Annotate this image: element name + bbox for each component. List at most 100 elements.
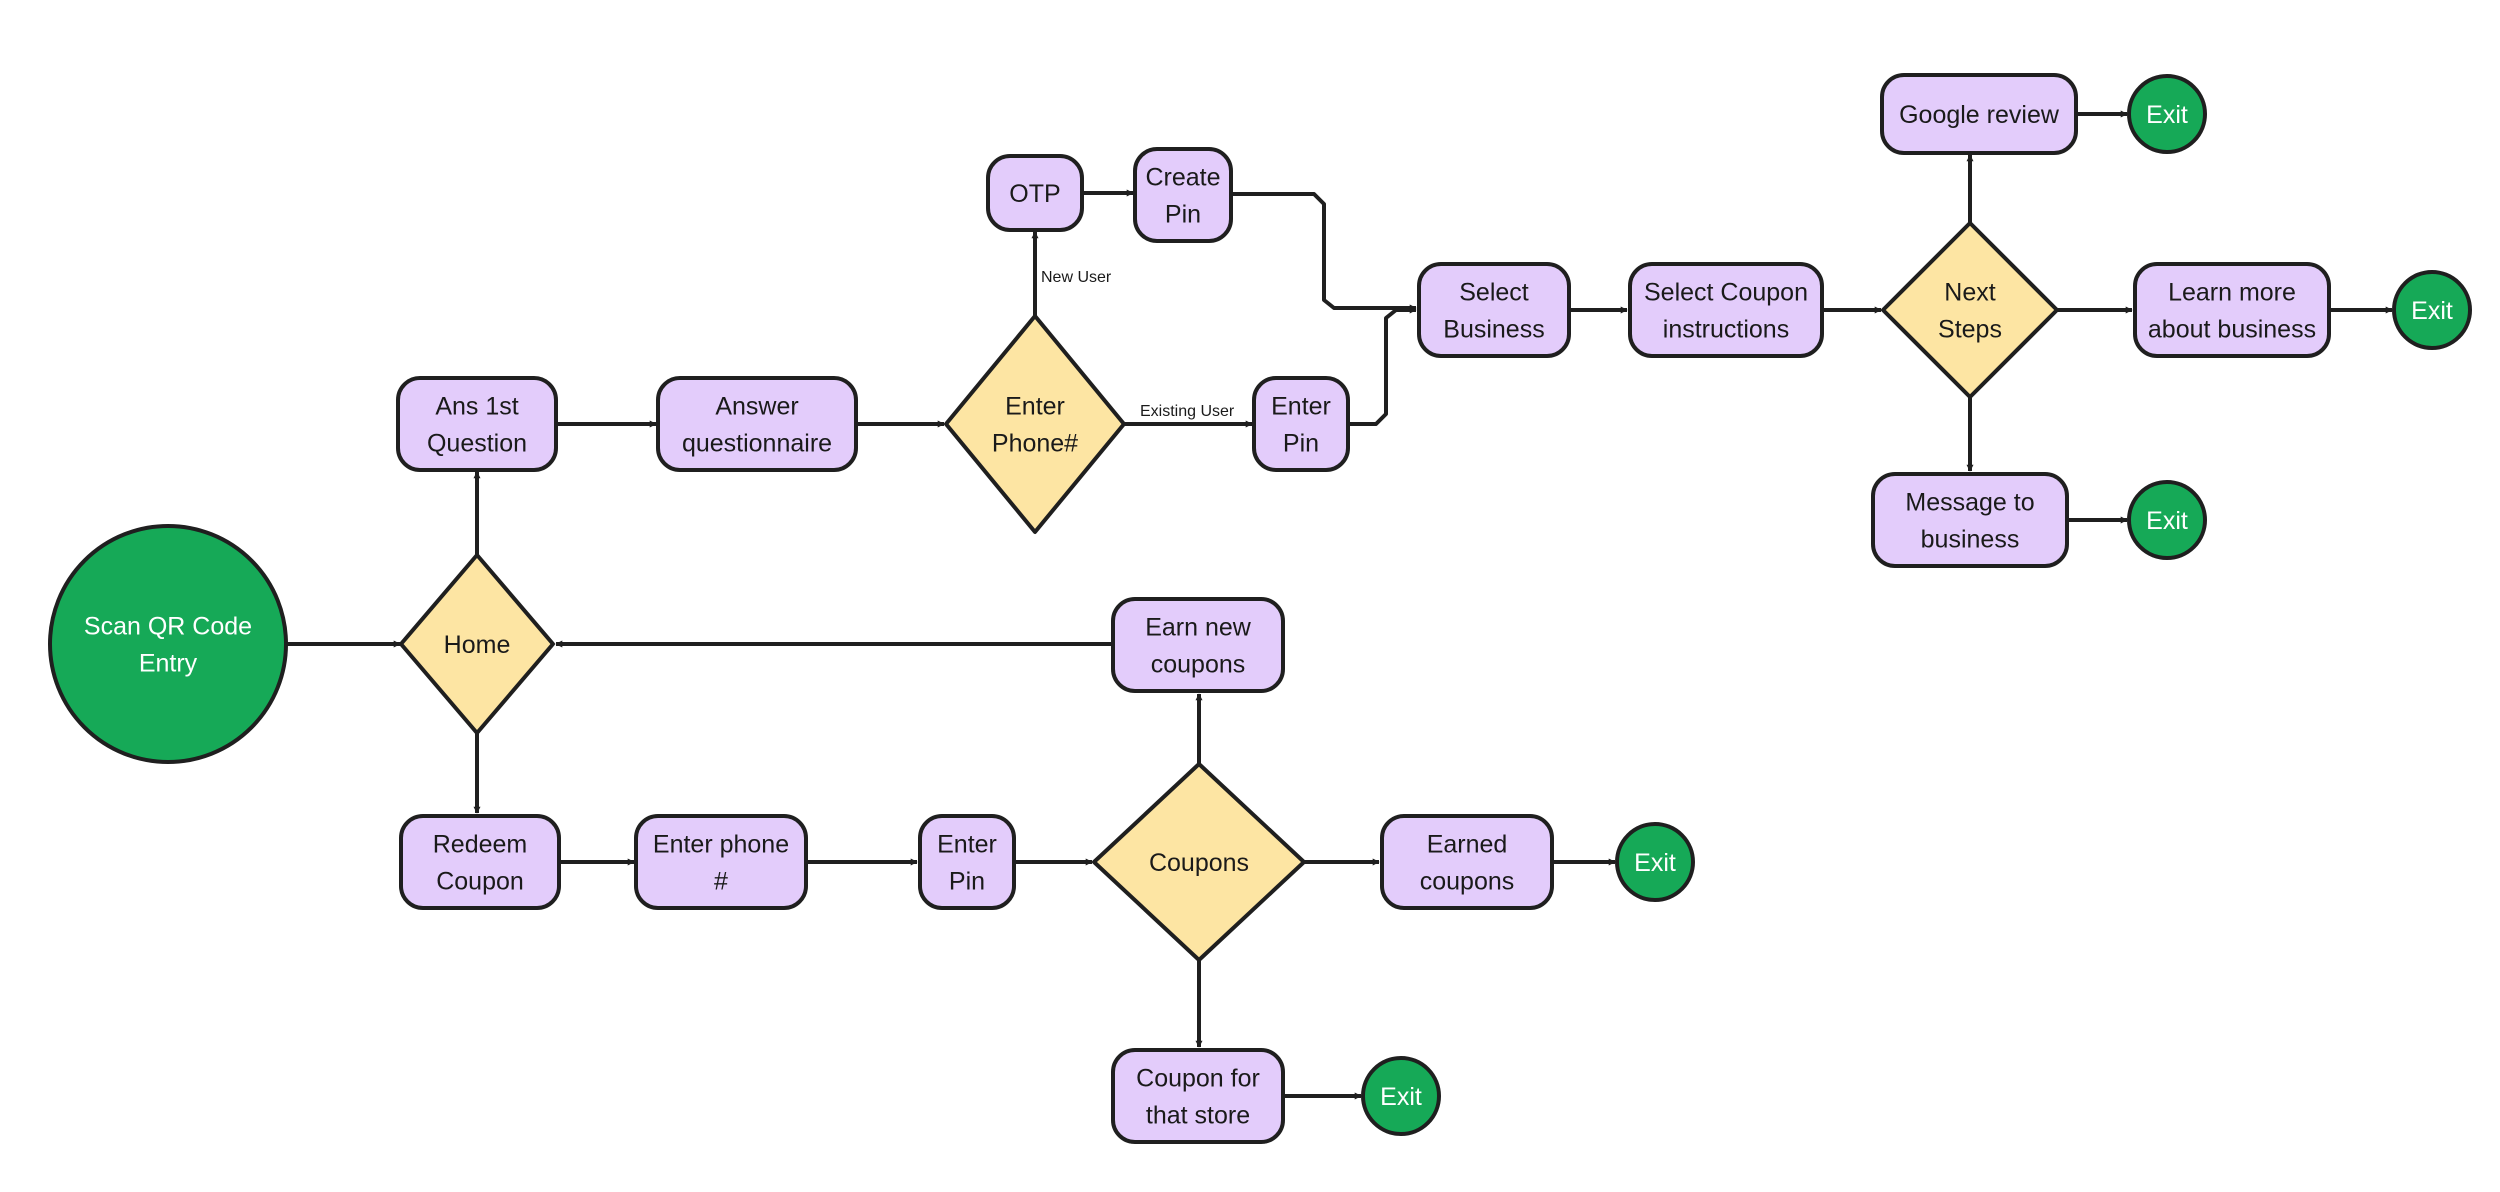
select-business-node-label-line: Business bbox=[1443, 316, 1544, 344]
enter-pin-top-node-shape bbox=[1252, 376, 1350, 472]
exit-earned-node: Exit bbox=[1615, 822, 1695, 902]
message-to-business-node-shape bbox=[1871, 472, 2069, 568]
home-decision-label-line: Home bbox=[444, 631, 511, 659]
redeem-coupon-node-label-line: Redeem bbox=[433, 831, 528, 859]
coupons-decision: Coupons bbox=[1092, 762, 1306, 962]
next-steps-decision-label-line: Steps bbox=[1938, 316, 2002, 344]
enter-phone-node-label-line: Enter phone bbox=[653, 831, 789, 859]
select-coupon-instructions-node-shape bbox=[1628, 262, 1824, 358]
select-business-node-shape bbox=[1417, 262, 1571, 358]
earn-new-coupons-node-label-line: Earn new bbox=[1145, 614, 1252, 642]
exit-store-node: Exit bbox=[1361, 1056, 1441, 1136]
exit-message-node-label-line: Exit bbox=[2146, 507, 2188, 535]
coupon-for-store-node-shape bbox=[1111, 1048, 1285, 1144]
enter-phone-decision-label-line: Enter bbox=[1005, 393, 1065, 421]
home-decision: Home bbox=[399, 553, 555, 735]
otp-node-label-line: OTP bbox=[1009, 180, 1060, 208]
home-decision-shape bbox=[399, 553, 555, 735]
edges bbox=[287, 110, 2393, 1100]
create-pin-node-label-line: Create bbox=[1145, 164, 1220, 192]
select-coupon-instructions-node-label-line: instructions bbox=[1663, 316, 1789, 344]
enter-pin-bottom-node-shape bbox=[918, 814, 1016, 910]
earned-coupons-node-shape bbox=[1380, 814, 1554, 910]
exit-learn-node: Exit bbox=[2392, 270, 2472, 350]
ans-1st-question-node-shape bbox=[396, 376, 558, 472]
scan-qr-entry-node-label-line: Entry bbox=[139, 650, 198, 678]
learn-more-node-label-line: Learn more bbox=[2168, 279, 2296, 307]
edge-label-existing-user: Existing User bbox=[1140, 403, 1235, 420]
earn-new-coupons-node-label-line: coupons bbox=[1151, 651, 1246, 679]
edge-createpin-select bbox=[1231, 192, 1417, 312]
edge-enterpin-select bbox=[1348, 306, 1417, 426]
learn-more-node: Learn more about business bbox=[2133, 262, 2331, 358]
scan-qr-entry-node-shape bbox=[48, 524, 288, 764]
create-pin-node-shape bbox=[1133, 147, 1233, 243]
exit-earned-node-label-line: Exit bbox=[1634, 849, 1676, 877]
coupon-for-store-node: Coupon for that store bbox=[1111, 1048, 1285, 1144]
exit-google-node-label-line: Exit bbox=[2146, 101, 2188, 129]
redeem-coupon-node-shape bbox=[399, 814, 561, 910]
edge-label-new-user: New User bbox=[1041, 269, 1112, 286]
edge-labels: New User Existing User bbox=[1041, 269, 1235, 420]
enter-phone-node-shape bbox=[634, 814, 808, 910]
enter-pin-bottom-node-label-line: Pin bbox=[949, 868, 985, 896]
exit-google-node: Exit bbox=[2127, 74, 2207, 154]
answer-questionnaire-node-label-line: questionnaire bbox=[682, 430, 832, 458]
exit-earned-node-shape bbox=[1615, 822, 1695, 902]
next-steps-decision-shape bbox=[1881, 221, 2059, 399]
otp-node-shape bbox=[986, 154, 1084, 232]
google-review-node: Google review bbox=[1880, 73, 2078, 155]
learn-more-node-shape bbox=[2133, 262, 2331, 358]
exit-message-node: Exit bbox=[2127, 480, 2207, 560]
select-business-node-label-line: Select bbox=[1459, 279, 1529, 307]
google-review-node-label-line: Google review bbox=[1899, 101, 2060, 129]
enter-phone-node-label-line: # bbox=[714, 868, 728, 896]
enter-pin-top-node-label-line: Enter bbox=[1271, 393, 1331, 421]
earned-coupons-node: Earned coupons bbox=[1380, 814, 1554, 910]
message-to-business-node: Message to business bbox=[1871, 472, 2069, 568]
exit-google-node-shape bbox=[2127, 74, 2207, 154]
learn-more-node-label-line: about business bbox=[2148, 316, 2316, 344]
exit-message-node-shape bbox=[2127, 480, 2207, 560]
redeem-coupon-node-label-line: Coupon bbox=[436, 868, 524, 896]
enter-phone-decision-shape bbox=[944, 314, 1126, 534]
earn-new-coupons-node-shape bbox=[1111, 597, 1285, 693]
create-pin-node-label-line: Pin bbox=[1165, 201, 1201, 229]
next-steps-decision-label-line: Next bbox=[1944, 279, 1995, 307]
enter-pin-bottom-node-label-line: Enter bbox=[937, 831, 997, 859]
coupons-decision-shape bbox=[1092, 762, 1306, 962]
earn-new-coupons-node: Earn new coupons bbox=[1111, 597, 1285, 693]
message-to-business-node-label-line: business bbox=[1921, 526, 2020, 554]
coupon-for-store-node-label-line: Coupon for bbox=[1136, 1065, 1260, 1093]
select-coupon-instructions-node: Select Coupon instructions bbox=[1628, 262, 1824, 358]
ans-1st-question-node-label-line: Question bbox=[427, 430, 527, 458]
google-review-node-shape bbox=[1880, 73, 2078, 155]
enter-pin-top-node-label-line: Pin bbox=[1283, 430, 1319, 458]
enter-phone-decision-label-line: Phone# bbox=[992, 430, 1078, 458]
coupon-for-store-node-label-line: that store bbox=[1146, 1102, 1250, 1130]
message-to-business-node-label-line: Message to bbox=[1905, 489, 2034, 517]
earned-coupons-node-label-line: Earned bbox=[1427, 831, 1508, 859]
exit-learn-node-label-line: Exit bbox=[2411, 297, 2453, 325]
answer-questionnaire-node-shape bbox=[656, 376, 858, 472]
coupons-decision-label-line: Coupons bbox=[1149, 849, 1249, 877]
earned-coupons-node-label-line: coupons bbox=[1420, 868, 1515, 896]
exit-learn-node-shape bbox=[2392, 270, 2472, 350]
exit-store-node-label-line: Exit bbox=[1380, 1083, 1422, 1111]
enter-phone-node: Enter phone # bbox=[634, 814, 808, 910]
otp-node: OTP bbox=[986, 154, 1084, 232]
ans-1st-question-node-label-line: Ans 1st bbox=[435, 393, 518, 421]
select-coupon-instructions-node-label-line: Select Coupon bbox=[1644, 279, 1808, 307]
